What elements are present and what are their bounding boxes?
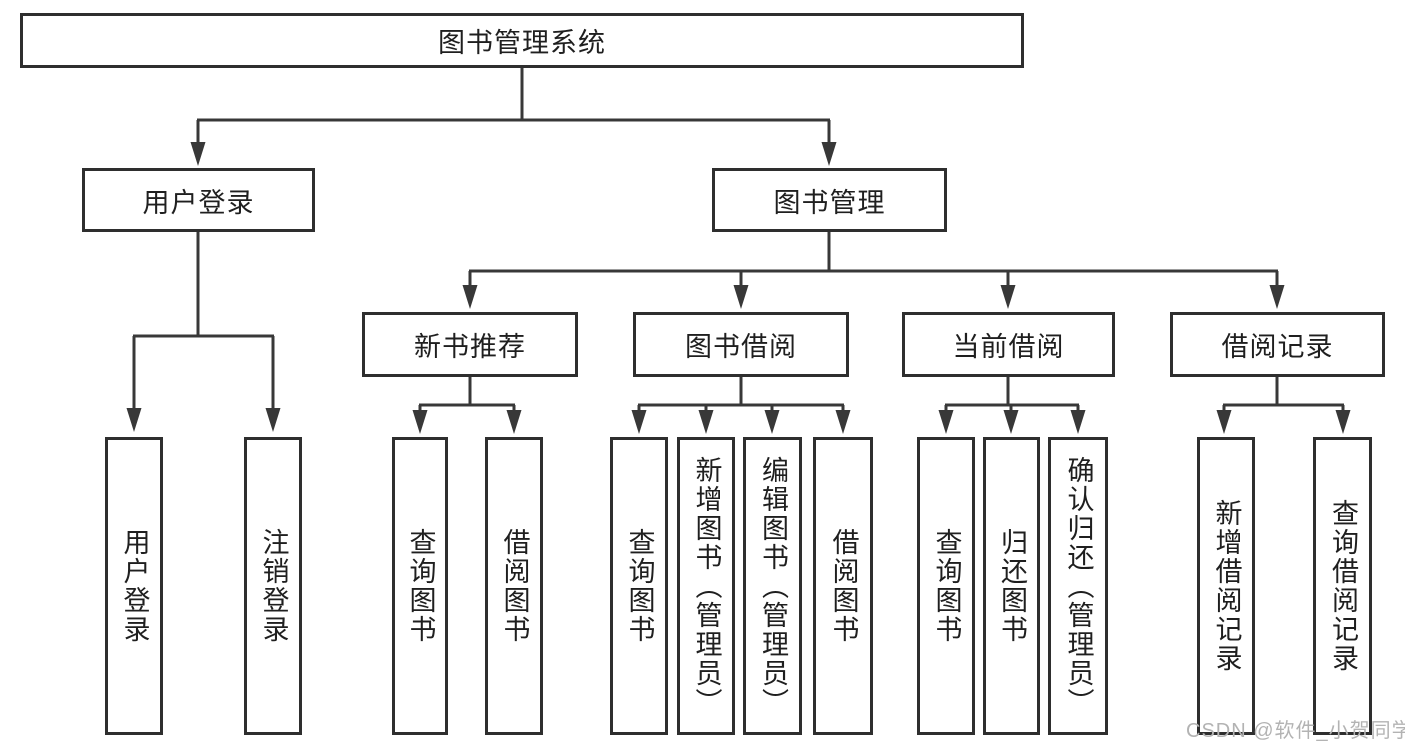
node-new-book-recommend: 新书推荐 <box>362 312 578 377</box>
node-label: 查询借阅记录 <box>1328 499 1358 673</box>
leaf-confirm-return-admin: 确认归还（管理员） <box>1048 437 1108 735</box>
node-label: 借阅图书 <box>828 528 859 644</box>
leaf-query-books-borrow: 查询图书 <box>610 437 668 735</box>
node-label: 图书借阅 <box>685 332 797 362</box>
node-label: 图书管理系统 <box>438 28 606 58</box>
node-label: 查询图书 <box>405 528 436 644</box>
node-label: 新增借阅记录 <box>1211 499 1242 673</box>
node-book-management: 图书管理 <box>712 168 947 232</box>
leaf-query-books-current: 查询图书 <box>917 437 975 735</box>
node-user-login: 用户登录 <box>82 168 315 232</box>
leaf-user-login: 用户登录 <box>105 437 163 735</box>
node-label: 编辑图书（管理员） <box>758 455 788 717</box>
leaf-logout: 注销登录 <box>244 437 302 735</box>
node-label: 新书推荐 <box>414 332 526 362</box>
leaf-add-borrow-record: 新增借阅记录 <box>1197 437 1255 735</box>
leaf-edit-books-admin: 编辑图书（管理员） <box>743 437 802 735</box>
node-book-borrow: 图书借阅 <box>633 312 849 377</box>
node-borrow-records: 借阅记录 <box>1170 312 1385 377</box>
node-label: 查询图书 <box>624 528 655 644</box>
node-label: 确认归还（管理员） <box>1063 455 1094 717</box>
node-label: 当前借阅 <box>952 332 1065 362</box>
leaf-borrow-books-recommend: 借阅图书 <box>485 437 543 735</box>
csdn-watermark: CSDN @软件_小贺同学 <box>1186 720 1405 742</box>
node-root-book-management-system: 图书管理系统 <box>20 13 1024 68</box>
leaf-add-books-admin: 新增图书（管理员） <box>677 437 735 735</box>
node-label: 借阅图书 <box>499 528 530 644</box>
leaf-borrow-books: 借阅图书 <box>813 437 873 735</box>
node-label: 查询图书 <box>931 528 962 644</box>
node-label: 归还图书 <box>997 528 1027 644</box>
node-label: 新增图书（管理员） <box>691 455 722 717</box>
node-label: 借阅记录 <box>1221 332 1334 362</box>
node-label: 图书管理 <box>773 187 886 218</box>
node-current-borrow: 当前借阅 <box>902 312 1115 377</box>
leaf-query-books-recommend: 查询图书 <box>392 437 448 735</box>
node-label: 注销登录 <box>258 528 289 644</box>
leaf-return-books: 归还图书 <box>983 437 1040 735</box>
node-label: 用户登录 <box>142 187 255 218</box>
leaf-query-borrow-record: 查询借阅记录 <box>1313 437 1372 735</box>
node-label: 用户登录 <box>119 528 150 644</box>
